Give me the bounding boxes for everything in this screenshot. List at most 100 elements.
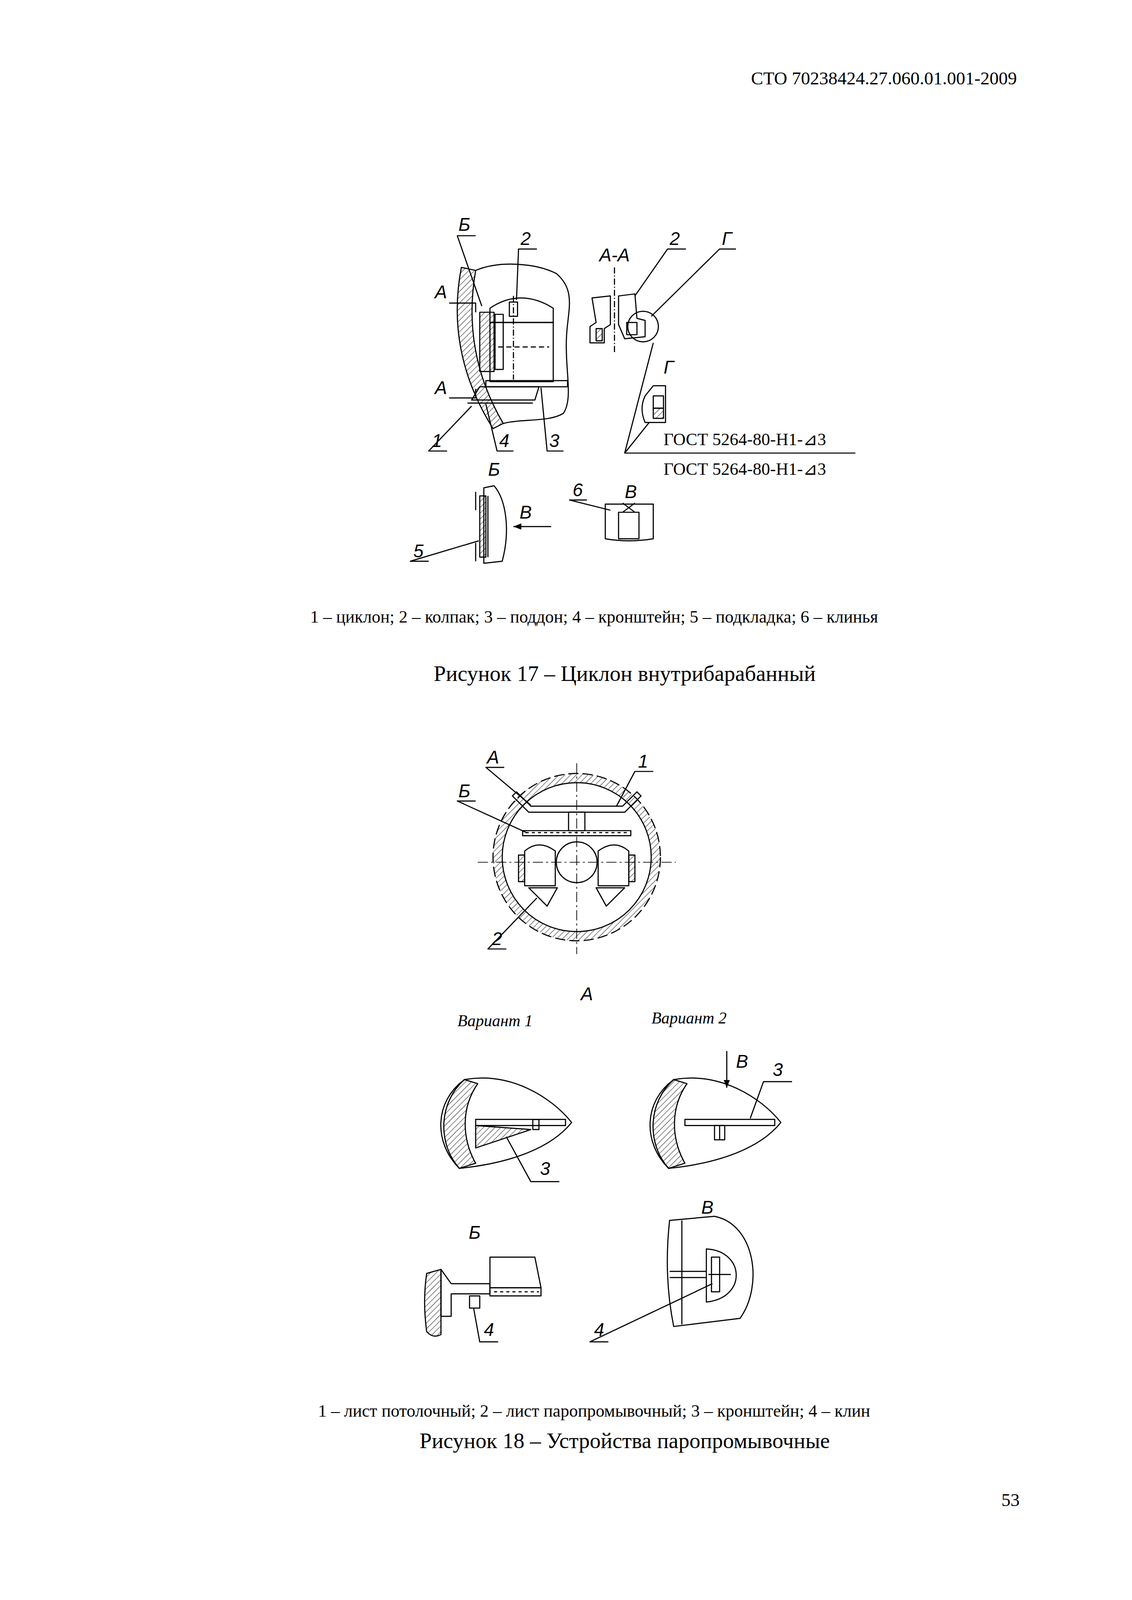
cyclone-view (448, 303, 476, 313)
detail-b (479, 495, 486, 558)
drum-section (595, 887, 625, 907)
variant-1 (506, 1137, 560, 1182)
callout-number: 2 (520, 228, 531, 249)
leader-lines (428, 406, 472, 451)
variant-1 (475, 1119, 566, 1126)
callout-number: 3 (540, 1158, 551, 1179)
callout-number: 1 (637, 751, 648, 772)
leader-lines (487, 898, 537, 950)
detail-b (474, 542, 476, 562)
callout-number: 2 (491, 928, 502, 950)
variant-2 (714, 1126, 725, 1141)
drum-section (518, 855, 525, 882)
variant-1 (443, 1079, 478, 1169)
leader-lines (457, 801, 527, 833)
detail-b-18 (469, 1296, 480, 1309)
cyclone-view (490, 322, 554, 382)
leader-lines (410, 235, 856, 562)
variant-1 (440, 1078, 572, 1169)
page-number: 53 (1001, 1490, 1020, 1511)
detail-v-18 (681, 1220, 683, 1326)
section-a-a (589, 267, 659, 353)
figure-caption: Рисунок 18 – Устройства паропромывочные (419, 1429, 830, 1454)
cyclone-view (471, 386, 540, 401)
variant-label: Вариант 1 (457, 1012, 533, 1032)
leader-lines (457, 767, 654, 950)
leader-lines (457, 235, 482, 307)
cyclone-view (512, 296, 514, 380)
callout-number: 4 (499, 430, 510, 451)
section-a-a (589, 296, 611, 344)
cyclone-view (485, 380, 568, 387)
callout-number: 4 (483, 1319, 494, 1341)
detail-b-18 (440, 1269, 490, 1317)
view-letter: В (735, 1051, 749, 1072)
view-letter: Б (458, 214, 471, 235)
leader-lines (569, 500, 611, 511)
detail-g (641, 386, 666, 423)
parts-list: 1 – циклон; 2 – колпак; 3 – поддон; 4 – … (310, 608, 879, 628)
callout-number: 1 (431, 430, 442, 451)
detail-g (653, 408, 664, 419)
drum-section (525, 832, 628, 834)
leader-lines (485, 404, 514, 452)
variant-2 (650, 1078, 782, 1169)
variant-1 (475, 1126, 532, 1149)
detail-b-18 (473, 1308, 499, 1343)
detail-v-18 (669, 1277, 707, 1279)
variant-2 (652, 1079, 687, 1169)
detail-b-18 (494, 1291, 539, 1293)
header-code: СТО 70238424.27.060.01.001-2009 (751, 68, 1018, 89)
cyclone-view (509, 302, 518, 317)
detail-v-18 (589, 1216, 753, 1343)
detail-b (487, 495, 489, 558)
cyclone-view (479, 312, 494, 372)
callout-number: 4 (594, 1319, 605, 1341)
drum-section (524, 845, 556, 886)
variant-2 (726, 1051, 728, 1089)
callout-number: 3 (772, 1059, 783, 1080)
drum-section (556, 842, 597, 883)
drum-section (576, 763, 578, 955)
detail-v-18 (706, 1249, 736, 1303)
variant-2 (684, 1119, 775, 1126)
cyclone-view (498, 346, 550, 348)
leader-lines (624, 343, 856, 454)
variant-2 (719, 1126, 720, 1141)
section-a-a (595, 328, 602, 341)
detail-b-18 (424, 1269, 442, 1337)
view-letter: Г (721, 228, 732, 249)
view-letter: Б (488, 459, 501, 480)
detail-b-18 (490, 1288, 542, 1297)
callout-number: 3 (549, 430, 560, 451)
view-letter: Б (468, 1222, 481, 1243)
cyclone-view (448, 264, 570, 429)
leader-lines (624, 422, 650, 454)
view-letter: В (624, 481, 637, 502)
view-v (618, 512, 640, 539)
detail-b (513, 526, 552, 527)
cyclone-view (467, 402, 533, 404)
detail-v-18 (669, 1271, 707, 1273)
callout-number: 2 (669, 228, 680, 249)
drum-section (512, 792, 642, 813)
cyclone-view (457, 267, 504, 429)
detail-g (653, 396, 664, 409)
figure-caption: Рисунок 17 – Циклон внутрибарабанный (433, 661, 816, 686)
leader-lines (410, 541, 479, 562)
cyclone-view (495, 314, 504, 370)
drum-section (568, 812, 585, 831)
detail-b (475, 485, 552, 564)
section-a-a (627, 311, 659, 342)
parts-list: 1 – лист потолочный; 2 – лист паропромыв… (318, 1402, 871, 1422)
view-letter: В (701, 1197, 714, 1218)
section-letter: А (434, 377, 448, 398)
view-v (622, 503, 636, 513)
leader-lines (635, 249, 687, 297)
drum-section (522, 830, 631, 836)
drum-section (528, 887, 558, 907)
view-letter: А (486, 747, 500, 768)
variant-2 (650, 1051, 793, 1169)
